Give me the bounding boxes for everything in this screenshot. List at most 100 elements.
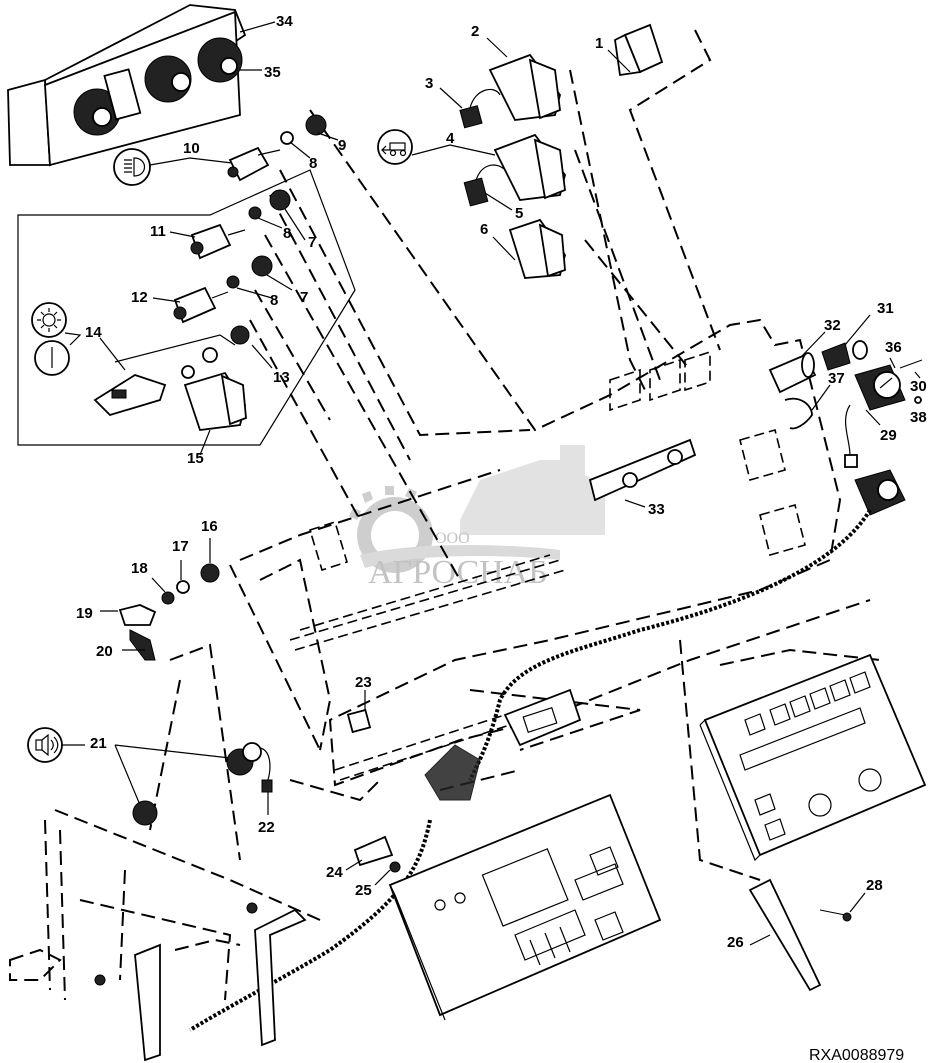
horn-symbol bbox=[27, 727, 63, 763]
callout-7a: 7 bbox=[308, 234, 316, 251]
dashboard-outline bbox=[9, 29, 881, 1001]
callout-26: 26 bbox=[727, 934, 744, 951]
part-7-knob[interactable] bbox=[251, 255, 273, 277]
part-28-screw[interactable] bbox=[819, 909, 846, 916]
gauge-connector bbox=[844, 454, 858, 468]
watermark-prefix: ООО bbox=[435, 530, 470, 547]
part-7-knob[interactable] bbox=[269, 189, 291, 211]
inset-frame bbox=[17, 169, 356, 446]
callout-20: 20 bbox=[96, 643, 113, 660]
part-2-switch[interactable] bbox=[488, 53, 561, 121]
wire-harness bbox=[468, 508, 872, 781]
callout-21: 21 bbox=[90, 735, 107, 752]
part-10-rotary-switch[interactable] bbox=[227, 146, 281, 182]
callout-30: 30 bbox=[910, 378, 927, 395]
part-22-connector[interactable] bbox=[261, 779, 273, 793]
callout-34: 34 bbox=[276, 13, 293, 30]
tractor-reverse-symbol bbox=[377, 129, 413, 165]
callout-28: 28 bbox=[866, 877, 883, 894]
callout-9: 9 bbox=[338, 137, 346, 154]
part-21-horn-button[interactable] bbox=[226, 742, 262, 776]
callout-35: 35 bbox=[264, 64, 281, 81]
part-8-nut[interactable] bbox=[280, 131, 294, 145]
part-12-rotary-switch[interactable] bbox=[173, 286, 229, 324]
part-6-switch[interactable] bbox=[508, 218, 566, 279]
callout-31: 31 bbox=[877, 300, 894, 317]
callout-15: 15 bbox=[187, 450, 204, 467]
callout-2: 2 bbox=[471, 23, 479, 40]
callout-24: 24 bbox=[326, 864, 343, 881]
callout-8a: 8 bbox=[309, 155, 317, 172]
part-24-bracket[interactable] bbox=[353, 835, 394, 867]
callout-3: 3 bbox=[425, 75, 433, 92]
figure-id: RXA0088979 bbox=[809, 1047, 904, 1063]
part-23-clip[interactable] bbox=[346, 708, 372, 734]
work-light-symbol bbox=[31, 302, 67, 338]
callout-37: 37 bbox=[828, 370, 845, 387]
callout-25: 25 bbox=[355, 882, 372, 899]
callout-8b: 8 bbox=[283, 225, 291, 242]
callout-22: 22 bbox=[258, 819, 275, 836]
callout-32: 32 bbox=[824, 317, 841, 334]
connector-block bbox=[424, 744, 481, 801]
part-5-connector[interactable] bbox=[463, 164, 506, 207]
wire-harness-lower bbox=[188, 819, 432, 1032]
callout-12: 12 bbox=[131, 289, 148, 306]
part-37-retainer[interactable] bbox=[784, 397, 813, 430]
callout-14: 14 bbox=[85, 324, 102, 341]
part-16-knob[interactable] bbox=[200, 563, 220, 583]
mounting-bracket-lower bbox=[94, 902, 307, 1062]
part-18-washer[interactable] bbox=[161, 591, 175, 605]
part-8-nut[interactable] bbox=[226, 275, 240, 289]
display-module bbox=[503, 688, 582, 747]
gauge-housing bbox=[854, 469, 906, 516]
right-instrument-cluster bbox=[699, 653, 927, 862]
callout-17: 17 bbox=[172, 538, 189, 555]
callout-23: 23 bbox=[355, 674, 372, 691]
callout-8c: 8 bbox=[270, 292, 278, 309]
part-20-connector[interactable] bbox=[129, 629, 156, 661]
watermark-company-name: АГРОСНАБ bbox=[368, 554, 548, 591]
part-38-screw[interactable] bbox=[914, 396, 922, 404]
main-control-console bbox=[388, 793, 662, 1021]
part-15-rocker-switch[interactable] bbox=[183, 371, 247, 431]
part-36-gauge[interactable] bbox=[854, 364, 906, 411]
part-9-knob[interactable] bbox=[305, 114, 327, 136]
part-33-panel[interactable] bbox=[588, 438, 697, 502]
part-26-support-bracket[interactable] bbox=[748, 878, 822, 992]
callout-16: 16 bbox=[201, 518, 218, 535]
headlight-symbol bbox=[113, 148, 151, 186]
callout-10: 10 bbox=[183, 140, 200, 157]
part-21-horn-button-lower[interactable] bbox=[132, 800, 158, 826]
part-11-rotary-switch[interactable] bbox=[190, 223, 246, 260]
power-symbol bbox=[34, 340, 70, 376]
watermark: ООО АГРОСНАБ bbox=[349, 445, 605, 591]
callout-33: 33 bbox=[648, 501, 665, 518]
part-8-nut[interactable] bbox=[248, 206, 262, 220]
part-3-connector[interactable] bbox=[459, 88, 501, 129]
callout-4: 4 bbox=[446, 130, 455, 147]
callout-11: 11 bbox=[150, 223, 166, 240]
part-25-screw[interactable] bbox=[389, 861, 401, 873]
callout-36: 36 bbox=[885, 339, 902, 356]
part-31-cigarette-lighter[interactable] bbox=[821, 340, 868, 371]
callout-6: 6 bbox=[480, 221, 488, 238]
part-13-knob[interactable] bbox=[230, 325, 250, 345]
part-14-switch-assembly[interactable] bbox=[93, 374, 167, 417]
callout-5: 5 bbox=[515, 205, 523, 222]
watermark-combine-icon bbox=[460, 445, 605, 535]
part-30-screw[interactable] bbox=[899, 359, 923, 369]
part-19-switch[interactable] bbox=[118, 604, 157, 626]
part-1-switch[interactable] bbox=[614, 23, 664, 77]
callout-1: 1 bbox=[595, 35, 603, 52]
part-34-climate-panel[interactable] bbox=[7, 4, 247, 167]
callout-29: 29 bbox=[880, 427, 897, 444]
part-17-nut[interactable] bbox=[176, 580, 190, 594]
callout-7b: 7 bbox=[300, 289, 308, 306]
callout-13: 13 bbox=[273, 369, 290, 386]
part-32-lighter-socket[interactable] bbox=[768, 352, 817, 394]
callout-19: 19 bbox=[76, 605, 93, 622]
part-4-switch[interactable] bbox=[493, 133, 566, 201]
callout-18: 18 bbox=[131, 560, 148, 577]
